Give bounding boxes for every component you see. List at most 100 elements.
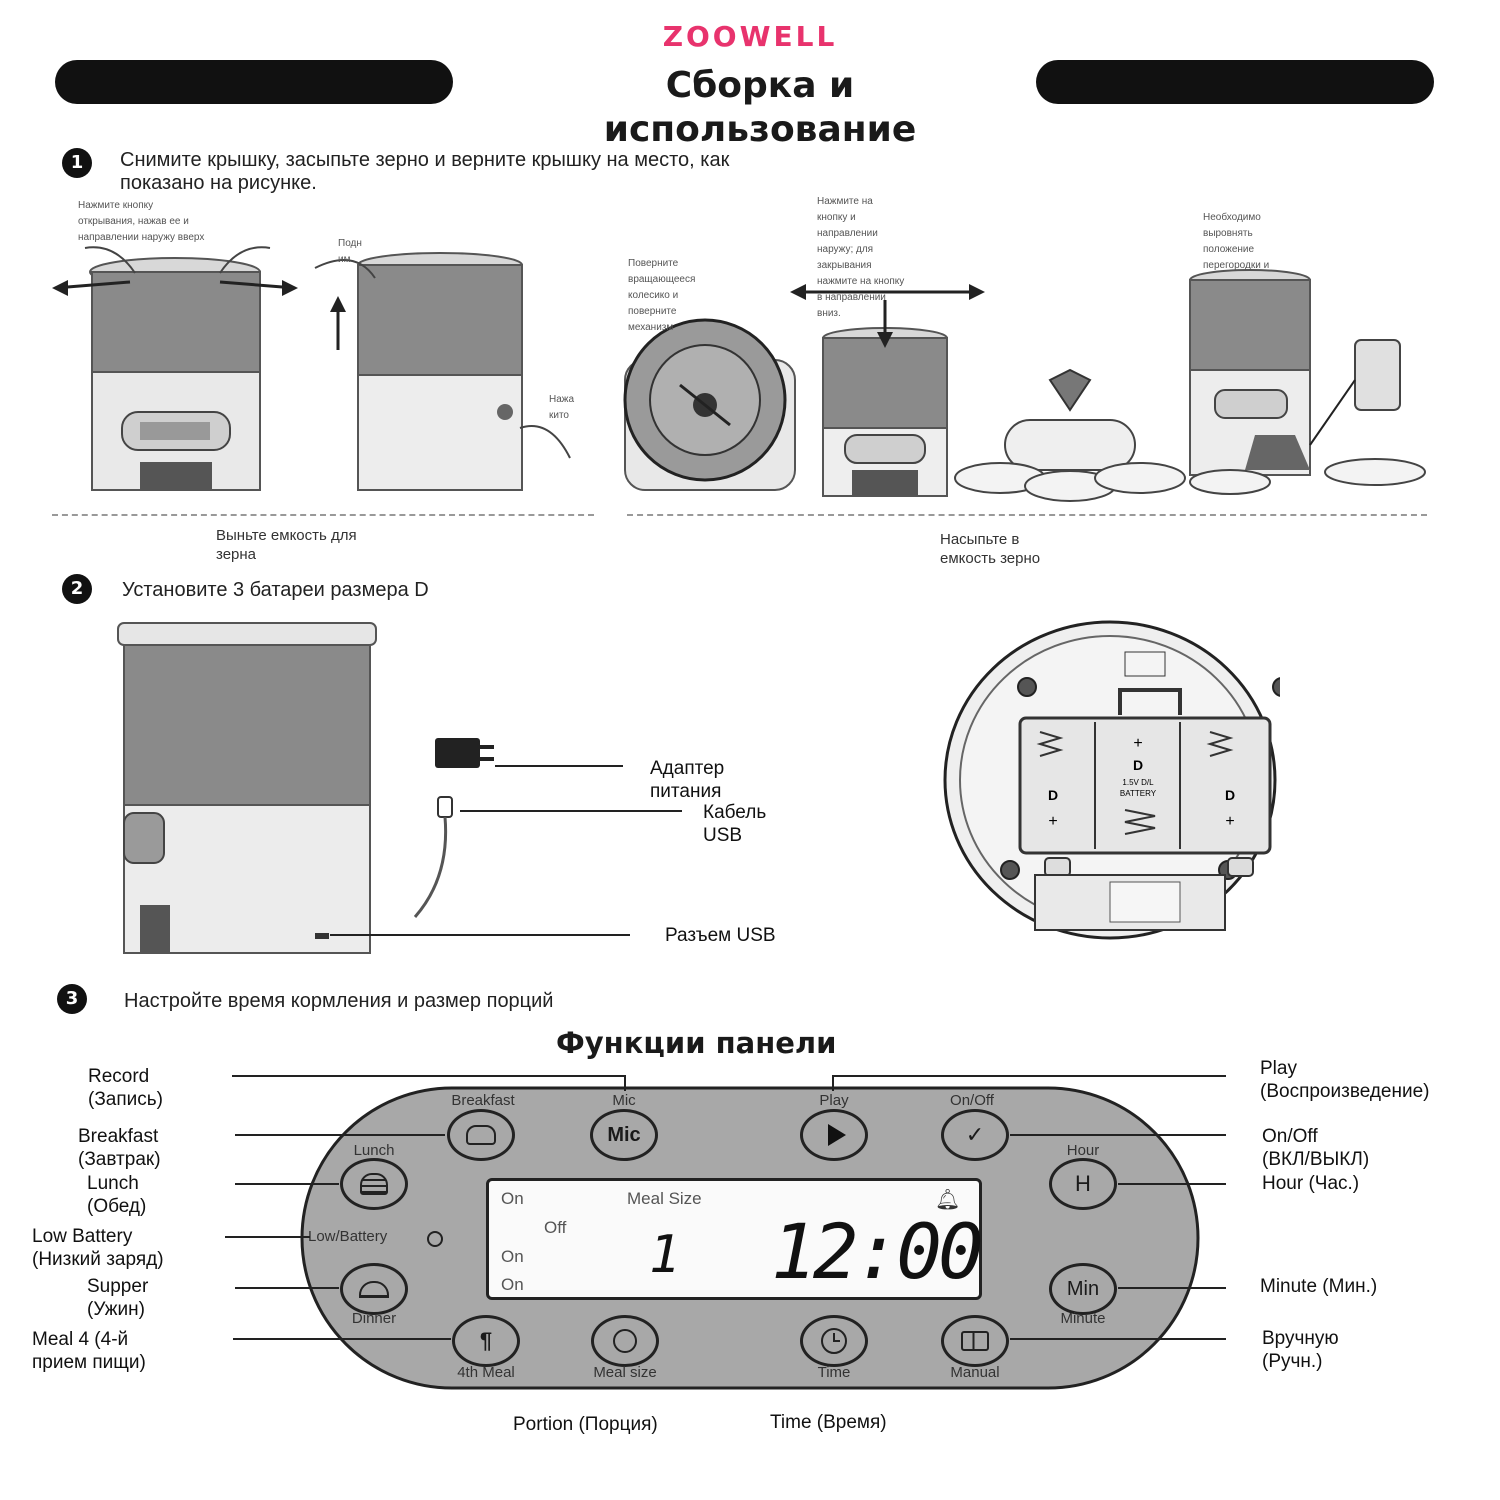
feeder-refill [790, 284, 985, 497]
meal4-line-1: Meal 4 (4-й [32, 1329, 129, 1350]
breakfast-button[interactable] [447, 1109, 515, 1161]
panel-label-dinner: Dinner [351, 1310, 397, 1327]
battery-1-size: D [1048, 787, 1058, 803]
panel-label-play: Play [819, 1092, 849, 1109]
onoff-button[interactable]: ✓ [941, 1109, 1009, 1161]
panel-label-onoff: On/Off [950, 1092, 994, 1109]
step-2-text: Установите 3 батареи размера D [122, 579, 429, 601]
play-button[interactable] [800, 1109, 868, 1161]
panel-label-hour: Hour [1066, 1142, 1100, 1159]
mic-button[interactable]: Mic [590, 1109, 658, 1161]
step-1-number: 1 [62, 148, 92, 178]
brand-logo: ZOOWELL [0, 20, 1500, 53]
onoff-line [1010, 1134, 1226, 1136]
battery-2-plus: + [1133, 735, 1142, 752]
step-3-number: 3 [57, 984, 87, 1014]
panel-label-breakfast: Breakfast [451, 1092, 515, 1109]
note-wheel: Поверните вращающееся колесико и поверни… [628, 256, 758, 336]
note-b-line-2: им [338, 254, 351, 265]
dinner-icon [359, 1280, 389, 1298]
lcd-portion-value: 1 [649, 1225, 681, 1285]
meal-size-button[interactable] [591, 1315, 659, 1367]
lcd-on-1: On [501, 1189, 524, 1208]
note-e-line-5: закрывания [817, 260, 872, 271]
header-bar-right [1036, 60, 1434, 104]
panel-label-mic: Mic [612, 1092, 636, 1109]
note-close: Нажмите на кнопку и направлении наружу; … [817, 194, 957, 322]
page-title: Сборка и использование [480, 64, 1040, 152]
callout-hour: Hour (Час.) [1262, 1173, 1360, 1194]
note-open-button: Нажмите кнопку открывания, нажав ее и на… [78, 198, 293, 246]
separator-right [627, 514, 1427, 516]
battery-compartment: D D 1.5V D/L BATTERY D + + + [943, 620, 1280, 940]
battery-1-plus: + [1048, 813, 1057, 830]
note-d-line-1: Поверните [628, 258, 679, 269]
lcd-on-2: On [501, 1247, 524, 1266]
time-button[interactable] [800, 1315, 868, 1367]
manual-button[interactable] [941, 1315, 1009, 1367]
note-e-line-8: вниз. [817, 308, 841, 319]
panel-label-minute: Minute [1060, 1310, 1106, 1327]
bell-icon: 🔔︎ [935, 1189, 961, 1211]
note-e-line-1: Нажмите на [817, 196, 873, 207]
label-usb-port: Разъем USB [665, 925, 776, 946]
minute-icon: Min [1066, 1278, 1100, 1300]
panel-label-lunch: Lunch [353, 1142, 395, 1159]
lcd-meal-size: Meal Size [627, 1189, 702, 1208]
battery-3-size: D [1225, 787, 1235, 803]
note-e-line-3: направлении [817, 228, 878, 239]
check-icon: ✓ [965, 1122, 985, 1147]
step-2-number: 2 [62, 574, 92, 604]
record-line-drop [624, 1075, 626, 1091]
note-f-line-4: перегородки и [1203, 260, 1270, 271]
cable-line-1: Кабель [703, 802, 767, 823]
callout-record: Record (Запись) [88, 1065, 163, 1111]
onoff-line-1: On/Off [1262, 1126, 1318, 1147]
step-2-illustration [117, 622, 494, 954]
manual-icon [961, 1331, 989, 1351]
usb-cable [413, 796, 453, 918]
note-f-line-3: положение [1203, 244, 1255, 255]
callout-supper: Supper (Ужин) [87, 1275, 148, 1321]
step-1-text-line-2: показано на рисунке. [120, 172, 317, 194]
callout-breakfast: Breakfast (Завтрак) [78, 1125, 161, 1171]
bread-icon [466, 1125, 496, 1145]
lunch-button[interactable] [340, 1158, 408, 1210]
hour-button[interactable]: H [1049, 1158, 1117, 1210]
caption-right-line-2: емкость зерно [940, 550, 1041, 567]
feeder-wheel-closeup [623, 318, 796, 491]
label-usb-cable: Кабель USB [703, 801, 766, 847]
power-adapter [435, 738, 494, 768]
note-d-line-2: вращающееся [628, 274, 696, 285]
note-f-line-2: выровнять [1203, 228, 1253, 239]
battery-2-spec-2: BATTERY [1120, 789, 1157, 798]
note-b-line-1: Подн [338, 238, 362, 249]
hour-icon: H [1075, 1171, 1091, 1196]
panel-label-low-battery: Low/Battery [308, 1228, 388, 1245]
note-d-line-4: поверните [628, 306, 677, 317]
note-e-line-4: наружу; для [817, 244, 874, 255]
battery-2-size: D [1133, 757, 1143, 773]
note-a-line-3: направлении наружу вверх [78, 232, 205, 243]
minute-button[interactable]: Min [1049, 1263, 1117, 1315]
screw-icon [1017, 677, 1037, 697]
note-press: Нажа кито [549, 392, 574, 424]
step-1-text: Снимите крышку, засыпьте зерно и верните… [120, 149, 980, 195]
mic-icon: Mic [607, 1124, 641, 1146]
callout-onoff: On/Off (ВКЛ/ВЫКЛ) [1262, 1125, 1369, 1171]
lunch-line [235, 1183, 339, 1185]
feeder-remove-lid [52, 246, 298, 491]
lcd-on-3: On [501, 1275, 524, 1294]
note-c-line-1: Нажа [549, 394, 575, 405]
dinner-button[interactable] [340, 1263, 408, 1315]
callout-low-battery: Low Battery (Низкий заряд) [32, 1225, 164, 1271]
lunch-line-2: (Обед) [87, 1196, 147, 1217]
feeder-bowls [954, 368, 1186, 502]
caption-remove-container: Выньте емкость для зерна [216, 526, 357, 564]
meal4-button[interactable]: ¶ [452, 1315, 520, 1367]
note-divider: Необходимо выровнять положение перегород… [1203, 210, 1323, 274]
low-battery-indicator [427, 1231, 443, 1247]
step-1-text-line-1: Снимите крышку, засыпьте зерно и верните… [120, 149, 730, 171]
note-a-line-2: открывания, нажав ее и [78, 216, 189, 227]
caption-left-line-1: Выньте емкость для [216, 527, 357, 544]
